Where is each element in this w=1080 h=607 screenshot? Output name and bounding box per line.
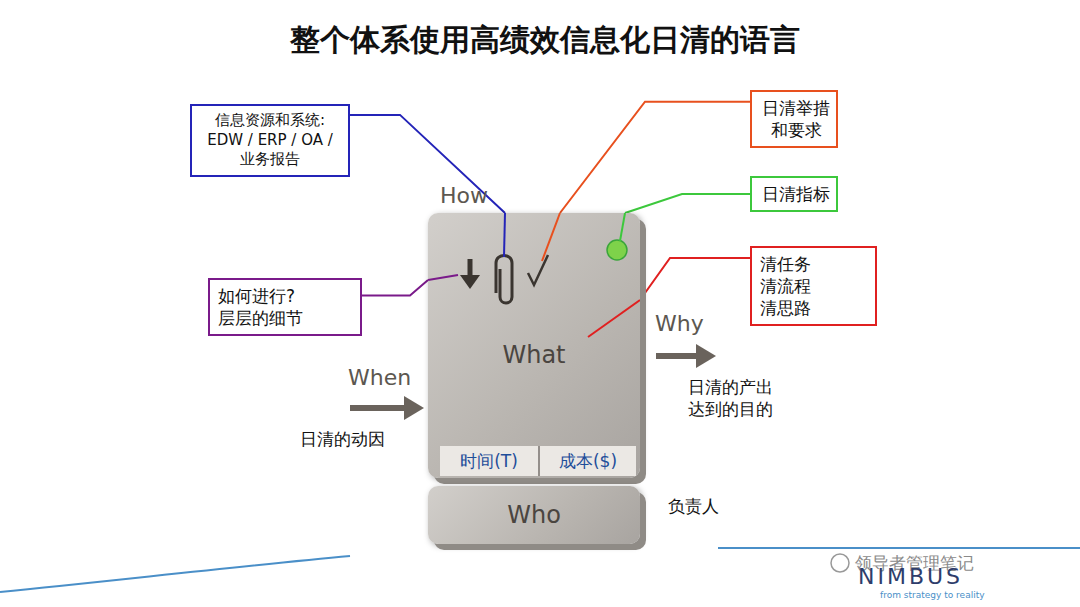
leader-line — [350, 115, 505, 213]
node-text: 信息资源和系统: EDW / ERP / OA / 业务报告 — [200, 111, 340, 170]
owner-label: 负责人 — [668, 495, 719, 517]
output-label: 日清的产出 达到的目的 — [688, 376, 784, 420]
paperclip — [496, 256, 512, 304]
node-text: 如何进行? 层层的细节 — [218, 285, 310, 329]
metric-dot — [607, 240, 627, 260]
how-heading: How — [440, 183, 488, 208]
why-arrow — [656, 353, 700, 359]
what-card: HowWhat时间(T)成本($) — [428, 213, 640, 478]
watermark-icon — [831, 554, 849, 572]
title: 整个体系使用高绩效信息化日清的语言 — [290, 20, 800, 61]
swoosh-line — [718, 547, 1080, 549]
leader-continuation — [620, 213, 625, 241]
when-label: When — [348, 364, 411, 393]
leader-line — [362, 280, 428, 295]
what-text: What — [428, 341, 640, 369]
brand-name: NIMBUS — [858, 566, 963, 588]
when-arrow-head — [404, 396, 424, 420]
swoosh-line — [0, 556, 350, 592]
leader-continuation — [504, 213, 505, 257]
time-cell: 时间(T) — [440, 446, 538, 476]
leader-continuation — [588, 300, 640, 337]
cost-cell: 成本($) — [540, 446, 636, 476]
leader-line — [560, 102, 750, 213]
cause-label: 日清的动因 — [300, 428, 385, 450]
measure-callout: 日清举措 和要求 — [750, 90, 838, 148]
how-callout: 如何进行? 层层的细节 — [208, 278, 362, 336]
node-text: 日清举措 和要求 — [760, 97, 832, 141]
who-block: Who — [428, 486, 640, 544]
leader-continuation — [542, 213, 560, 261]
clear-callout: 清任务 清流程 清思路 — [750, 246, 877, 326]
node-text: 日清指标 — [760, 183, 832, 205]
when-arrow — [350, 405, 408, 411]
node-text: 清任务 清流程 清思路 — [760, 253, 816, 319]
metric-callout: 日清指标 — [750, 176, 838, 212]
who-text: Who — [428, 486, 640, 544]
down-arrow-head — [460, 275, 480, 289]
brand-tagline: from strategy to reality — [880, 590, 985, 602]
leader-line — [640, 258, 750, 300]
node-text: 成本($) — [540, 446, 636, 476]
info-callout: 信息资源和系统: EDW / ERP / OA / 业务报告 — [190, 104, 350, 177]
check-mark — [528, 255, 548, 285]
leader-continuation — [428, 275, 458, 280]
why-label: Why — [655, 310, 704, 339]
why-arrow-head — [696, 344, 716, 368]
node-text: 时间(T) — [440, 446, 538, 476]
leader-line — [625, 194, 750, 213]
